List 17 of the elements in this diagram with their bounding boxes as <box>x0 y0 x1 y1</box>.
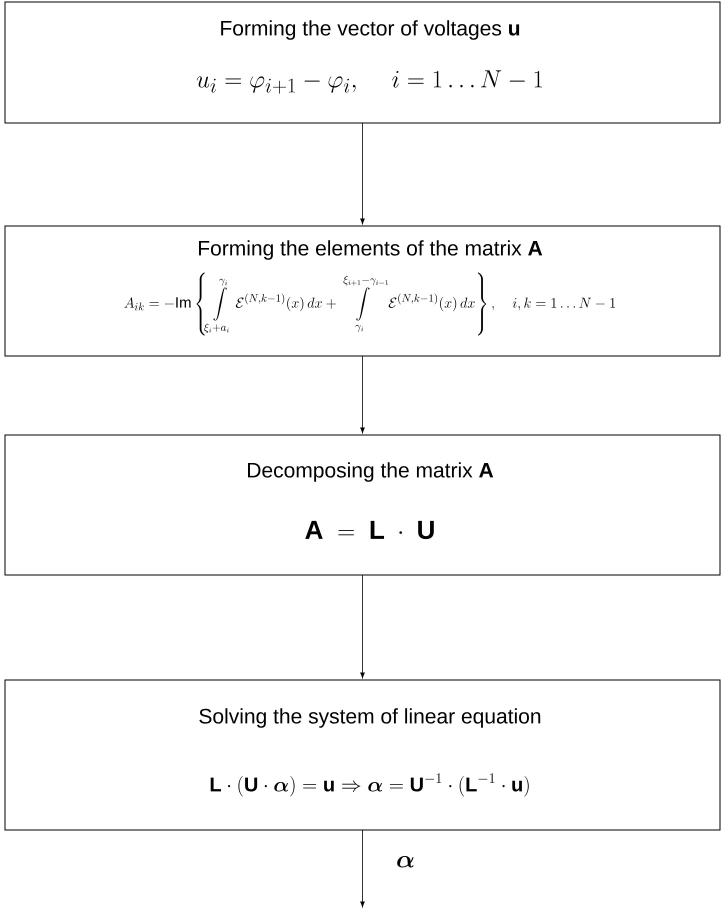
formula: $\mathbf{L}\cdot(\mathbf{U}\cdot\boldsymbol{\alpha})=\mathbf{u}\Rightarrow\boldsymbol{\alpha}=\mathbf{U}^{-1}\cdot(\mathbf{L}^{-1}\cdot\mathbf{u})$ <box>210 773 529 797</box>
process-box <box>4 2 720 124</box>
arrow <box>360 123 365 224</box>
box-heading: Solving the system of linear equation <box>199 708 540 728</box>
formula: $\mathbf{A}\;=\;\mathbf{L}\;\cdot\;\mathbf{U}$ <box>305 520 434 540</box>
arrow <box>360 575 365 678</box>
box-heading: Forming the elements of the matrix A <box>199 240 542 260</box>
process-box <box>4 226 720 356</box>
formula: $A_{ik}=-\mathrm{Im}\left\{\int\limits_{\xi_i+a_i}^{\gamma_i}\mathcal{E}^{(N,k-1)}(x)\,dx+\int\limits_{\gamma_i}^{\xi_{i+1}-\gamma_{i-1}}\mathcal{E}^{(N,k-1)}(x)\,dx\right\},\quad i,k=1\ldots N-1$ <box>124 272 616 336</box>
arrow <box>360 830 365 908</box>
process-box <box>4 680 720 830</box>
arrow <box>360 356 365 434</box>
box-heading: Forming the vector of voltages u <box>221 20 520 40</box>
process-box <box>4 434 720 576</box>
formula: $u_i=\varphi_{i+1}-\varphi_i,\quad i=1\ldots N-1$ <box>196 70 542 94</box>
box-heading: Decomposing the matrix A <box>248 462 494 482</box>
edge-label: $\boldsymbol{\alpha}$ <box>397 856 414 868</box>
